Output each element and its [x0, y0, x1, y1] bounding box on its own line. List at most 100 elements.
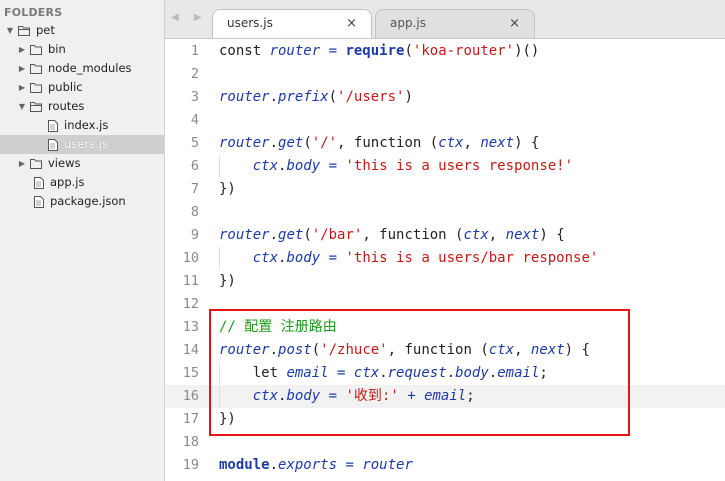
code-text: }) — [219, 408, 236, 431]
code-token: router — [219, 227, 270, 243]
line-number: 3 — [190, 89, 199, 105]
indent-guide — [219, 247, 220, 270]
code-line[interactable]: 16 ctx.body = '收到:' + email; — [165, 385, 725, 408]
folder-icon — [30, 82, 43, 93]
file-icon — [34, 176, 44, 189]
code-token: email — [286, 365, 329, 381]
tree-file-app-js[interactable]: app.js — [0, 173, 164, 192]
chevron-right-icon[interactable]: ▶ — [18, 83, 26, 92]
tree-file-package-json[interactable]: package.json — [0, 192, 164, 211]
tree-folder-routes[interactable]: ▼ routes — [0, 97, 164, 116]
code-token: post — [278, 342, 312, 358]
close-icon[interactable]: × — [509, 16, 520, 31]
tree-folder-pet[interactable]: ▼ pet — [0, 21, 164, 40]
tree-folder-bin[interactable]: ▶ bin — [0, 40, 164, 59]
line-number: 16 — [182, 388, 199, 404]
chevron-down-icon[interactable]: ▼ — [18, 102, 26, 111]
code-token: = — [320, 250, 346, 266]
code-token: router — [219, 89, 270, 105]
tree-folder-public[interactable]: ▶ public — [0, 78, 164, 97]
code-line[interactable]: 11}) — [165, 270, 725, 293]
code-line[interactable]: 15 let email = ctx.request.body.email; — [165, 362, 725, 385]
line-number: 13 — [182, 319, 199, 335]
code-line[interactable]: 7}) — [165, 178, 725, 201]
code-token: . — [488, 365, 498, 381]
line-number: 12 — [182, 296, 199, 312]
code-token: body — [286, 250, 321, 266]
code-token: . — [269, 457, 279, 473]
tree-label: package.json — [50, 194, 126, 208]
code-token: ; — [539, 365, 548, 381]
file-icon — [48, 119, 58, 132]
line-number: 15 — [182, 365, 199, 381]
code-token: . — [446, 365, 456, 381]
tab-app-js[interactable]: app.js × — [375, 9, 535, 38]
line-number: 7 — [190, 181, 199, 197]
chevron-down-icon[interactable]: ▼ — [6, 26, 14, 35]
code-token: get — [278, 135, 304, 151]
code-text: router.get('/bar', function (ctx, next) … — [219, 224, 565, 247]
code-token: = — [337, 457, 363, 473]
chevron-right-icon[interactable]: ▶ — [18, 64, 26, 73]
code-token: ( — [404, 43, 413, 59]
tab-nav-arrows-icon[interactable]: ◀ ▶ — [171, 12, 208, 23]
line-number: 1 — [190, 43, 199, 59]
tree-label: app.js — [50, 175, 85, 189]
code-line[interactable]: 17}) — [165, 408, 725, 431]
code-line[interactable]: 18 — [165, 431, 725, 454]
code-line[interactable]: 2 — [165, 63, 725, 86]
code-token: next — [530, 342, 565, 358]
code-token: router — [362, 457, 413, 473]
code-text: ctx.body = 'this is a users/bar response… — [219, 247, 599, 270]
folder-icon — [30, 44, 43, 55]
code-line[interactable]: 9 router.get('/bar', function (ctx, next)… — [165, 224, 725, 247]
code-token: . — [278, 388, 287, 404]
tree-file-index-js[interactable]: index.js — [0, 116, 164, 135]
code-token: let — [219, 365, 287, 381]
line-number: 10 — [182, 250, 199, 266]
tree-label: index.js — [64, 118, 109, 132]
code-line[interactable]: 6 ctx.body = 'this is a users response!' — [165, 155, 725, 178]
chevron-right-icon[interactable]: ▶ — [18, 159, 26, 168]
code-line[interactable]: 8 — [165, 201, 725, 224]
code-token: body — [286, 158, 321, 174]
code-token: ctx — [488, 342, 515, 358]
code-line[interactable]: 3 router.prefix('/users') — [165, 86, 725, 109]
code-text: router.post('/zhuce', function (ctx, nex… — [219, 339, 590, 362]
tree-file-users-js[interactable]: users.js — [0, 135, 164, 154]
code-token: '收到:' — [345, 388, 399, 404]
code-token: exports — [278, 457, 338, 473]
code-token: ) { — [564, 342, 590, 358]
line-number: 8 — [190, 204, 199, 220]
line-number: 4 — [190, 112, 199, 128]
code-text: router.prefix('/users') — [219, 86, 413, 109]
folder-icon — [30, 63, 43, 74]
code-token: 'koa-router' — [412, 43, 515, 59]
code-token: // 配置 注册路由 — [219, 319, 337, 335]
code-token: request — [387, 365, 447, 381]
code-line[interactable]: 12 — [165, 293, 725, 316]
code-line[interactable]: 4 — [165, 109, 725, 132]
chevron-right-icon[interactable]: ▶ — [18, 45, 26, 54]
code-token: ctx — [252, 250, 279, 266]
code-token: email — [424, 388, 467, 404]
code-token: ( — [303, 227, 312, 243]
code-token: '/bar' — [311, 227, 363, 243]
code-line[interactable]: 10 ctx.body = 'this is a users/bar respo… — [165, 247, 725, 270]
code-line[interactable]: 13 // 配置 注册路由 — [165, 316, 725, 339]
code-token — [219, 158, 253, 174]
tab-users-js[interactable]: users.js × — [212, 9, 372, 38]
line-number: 17 — [182, 411, 199, 427]
close-icon[interactable]: × — [346, 16, 357, 31]
code-token: = — [320, 388, 346, 404]
line-number: 9 — [190, 227, 199, 243]
tree-folder-views[interactable]: ▶ views — [0, 154, 164, 173]
tree-folder-node-modules[interactable]: ▶ node_modules — [0, 59, 164, 78]
code-text: let email = ctx.request.body.email; — [219, 362, 548, 385]
code-token: 'this is a users/bar response' — [345, 250, 599, 266]
